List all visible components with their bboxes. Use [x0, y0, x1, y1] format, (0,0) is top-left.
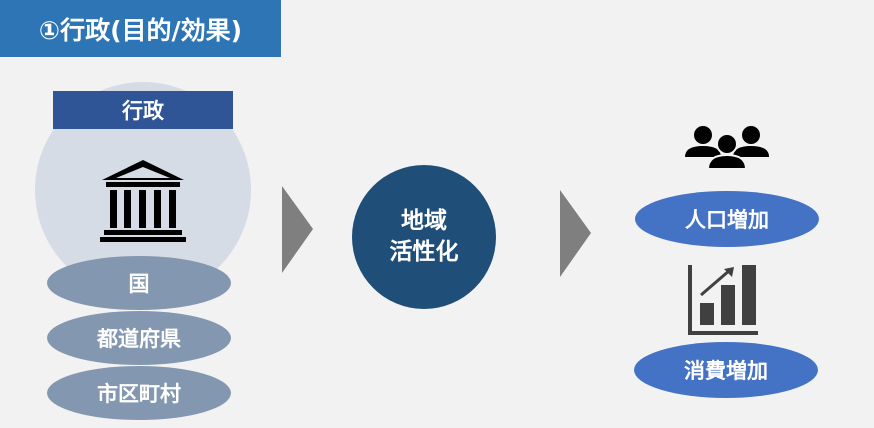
arrow-right-icon	[560, 190, 591, 277]
effect-population-increase: 人口増加	[635, 191, 819, 247]
arrow-right-icon	[282, 186, 313, 273]
growth-chart-icon	[688, 265, 758, 335]
level-prefecture: 都道府県	[47, 311, 231, 365]
people-group-icon	[685, 126, 769, 169]
effect-consumption-increase: 消費増加	[634, 342, 818, 398]
level-country: 国	[47, 256, 231, 310]
page-title: ①行政(目的/効果)	[0, 0, 281, 57]
center-line2: 活性化	[389, 239, 459, 265]
center-line1: 地域	[401, 207, 447, 234]
regional-revitalization-circle: 地域 活性化	[352, 165, 496, 309]
government-building-icon	[100, 160, 186, 242]
level-municipality: 市区町村	[47, 366, 231, 420]
government-label: 行政	[53, 91, 233, 129]
